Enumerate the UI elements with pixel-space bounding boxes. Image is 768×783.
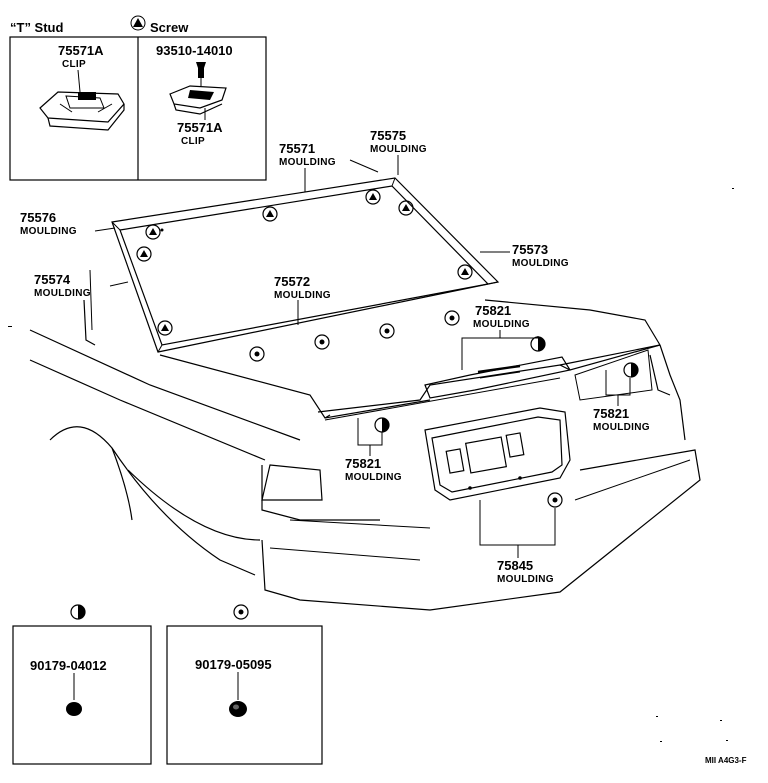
dot-circle-legend-icon [233, 604, 249, 620]
callout-75572-part: 75572 [274, 274, 310, 289]
leader-line [109, 281, 129, 287]
callout-75821-top-name: MOULDING [473, 319, 530, 330]
callout-75575-name: MOULDING [370, 144, 427, 155]
car-body-outline [29, 269, 701, 611]
fastener-box-dot [166, 625, 323, 765]
callout-75572-name: MOULDING [274, 290, 331, 301]
callout-75575-part: 75575 [370, 128, 406, 143]
license-plate-panel [424, 407, 571, 501]
screw-marker-icons [136, 189, 473, 336]
callout-75576-part: 75576 [20, 210, 56, 225]
t-stud-clip-drawing [39, 91, 125, 131]
callout-75574-part: 75574 [34, 272, 71, 287]
inset-screw-clip-name: CLIP [181, 136, 205, 147]
leader-line [461, 336, 539, 370]
leader-line [94, 227, 116, 232]
diagram-code: MII A4G3-F [705, 756, 747, 765]
inset-panel [9, 36, 267, 181]
fastener-half-drawing [66, 702, 82, 716]
screw-clip-drawing [169, 85, 227, 115]
callout-75576-name: MOULDING [20, 226, 77, 237]
callout-75574-name: MOULDING [34, 288, 91, 299]
t-stud-marker-icons [249, 310, 563, 508]
callout-75845-name: MOULDING [497, 574, 554, 585]
leader-line [479, 500, 556, 546]
legend-screw-label: Screw [150, 20, 189, 35]
callout-75845-part: 75845 [497, 558, 533, 573]
callout-75821-right-part: 75821 [593, 406, 629, 421]
callout-75821-left-name: MOULDING [345, 472, 402, 483]
fastener-box-half [12, 625, 152, 765]
leader-line [77, 69, 81, 93]
inset-screw-part: 93510-14010 [156, 43, 233, 58]
callout-75821-left-part: 75821 [345, 456, 381, 471]
rear-window-moulding [111, 177, 500, 353]
half-circle-legend-icon [70, 604, 86, 620]
fastener-dot-part: 90179-05095 [195, 657, 272, 672]
callout-75571-name: MOULDING [279, 157, 336, 168]
leader-line [605, 370, 631, 396]
fastener-half-part: 90179-04012 [30, 658, 107, 673]
callout-75821-top-part: 75821 [475, 303, 511, 318]
inset-screw-clip-part: 75571A [177, 120, 223, 135]
screw-drawing [196, 62, 206, 86]
callout-75573-name: MOULDING [512, 258, 569, 269]
inset-t-stud-name: CLIP [62, 59, 86, 70]
callout-75571-part: 75571 [279, 141, 315, 156]
inset-t-stud-part: 75571A [58, 43, 104, 58]
leader-line [349, 159, 379, 173]
scan-specks [8, 188, 734, 742]
screw-triangle-icon [130, 15, 146, 31]
fastener-dot-drawing [229, 701, 247, 717]
callout-75821-right-name: MOULDING [593, 422, 650, 433]
callout-75573-part: 75573 [512, 242, 548, 257]
legend-t-stud-label: “T” Stud [10, 20, 63, 35]
